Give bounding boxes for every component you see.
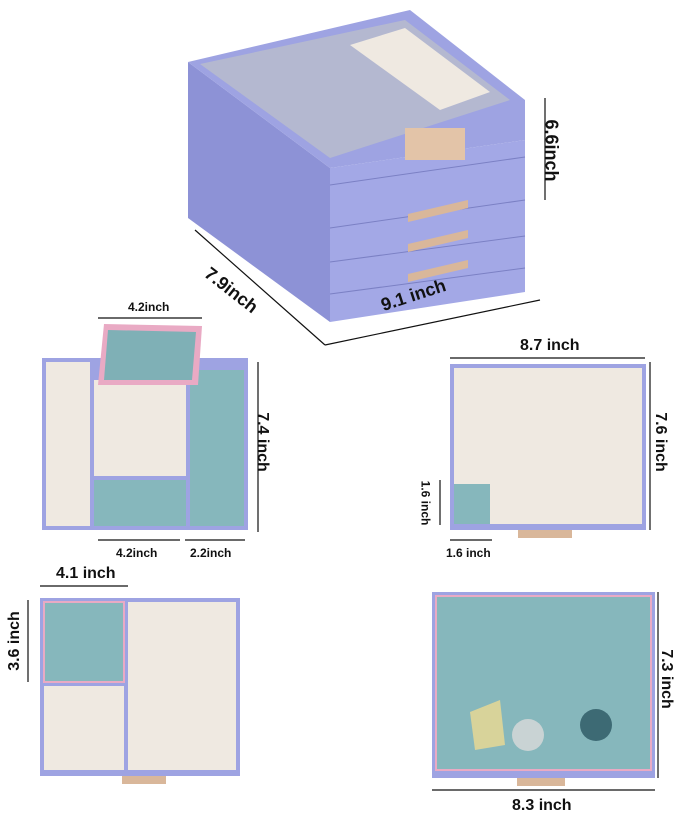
cell-height-label: 1.6 inch bbox=[418, 480, 433, 526]
compartment-height-label: 3.6 inch bbox=[5, 611, 23, 671]
left-section-width-label: 4.2inch bbox=[116, 546, 158, 560]
drawer-seam bbox=[329, 235, 526, 263]
ring-tray bbox=[42, 324, 248, 530]
box-left-side bbox=[188, 62, 330, 322]
necklace-drawer-width-label: 8.3 inch bbox=[512, 797, 572, 814]
drawer-handle bbox=[408, 230, 468, 252]
box-front bbox=[330, 140, 525, 322]
pendant bbox=[580, 709, 612, 741]
box-height-label: 6.6inch bbox=[541, 119, 562, 182]
necklace-drawer-height-label: 7.3 inch bbox=[657, 649, 675, 709]
lid-clasp bbox=[405, 128, 465, 160]
necklace-drawer bbox=[432, 592, 655, 786]
divided-drawer bbox=[40, 598, 240, 784]
pendant bbox=[512, 719, 544, 751]
grid-tray bbox=[450, 364, 646, 538]
drawer-seam bbox=[329, 267, 526, 295]
dimension-lines bbox=[27, 98, 659, 791]
compartment-width-label: 4.1 inch bbox=[56, 565, 116, 582]
drawer-handle bbox=[408, 260, 468, 282]
cell-width-label: 1.6 inch bbox=[446, 546, 491, 560]
ring-tray-height-label: 7.4 inch bbox=[253, 412, 271, 472]
pendant bbox=[470, 700, 505, 750]
grid-tray-width-label: 8.7 inch bbox=[520, 337, 580, 354]
drawer-seam bbox=[329, 156, 526, 186]
drawer-handle bbox=[408, 200, 468, 222]
right-section-width-label: 2.2inch bbox=[190, 546, 232, 560]
grid-tray-height-label: 7.6 inch bbox=[651, 412, 669, 472]
lid-width-label: 4.2inch bbox=[128, 300, 170, 314]
jewelry-box bbox=[188, 10, 526, 322]
ring-roll-insert bbox=[350, 28, 490, 110]
